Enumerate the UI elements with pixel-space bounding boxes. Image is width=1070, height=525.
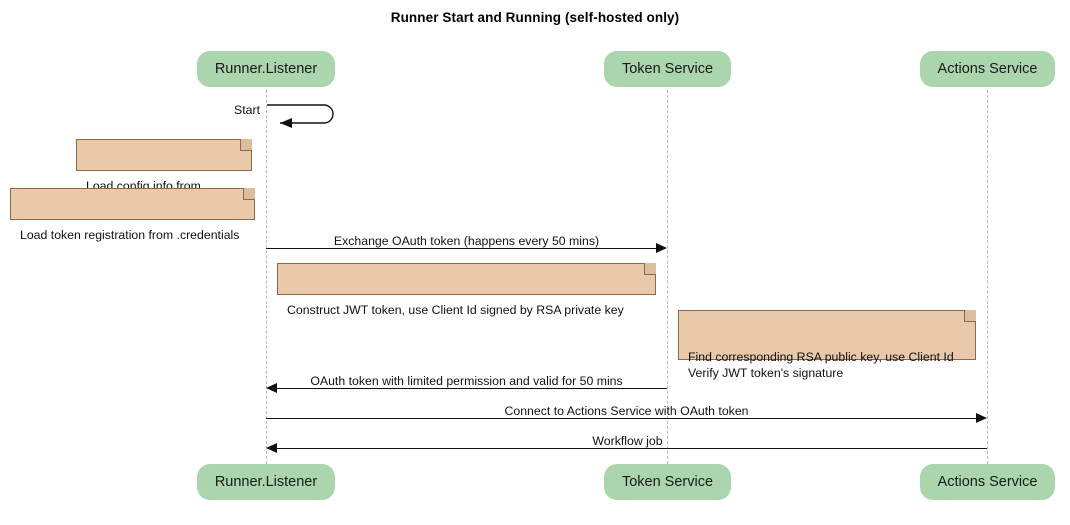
note-fold-corner-icon — [243, 188, 255, 200]
arrowhead-right-icon — [656, 243, 667, 253]
self-loop-arrow-icon — [267, 104, 334, 128]
arrowhead-right-icon — [976, 413, 987, 423]
participant-token-service-top[interactable]: Token Service — [604, 51, 731, 87]
message-line-connect-actions — [266, 418, 978, 419]
participant-runner-listener-bottom[interactable]: Runner.Listener — [197, 464, 335, 500]
note-construct-jwt-token-text: Construct JWT token, use Client Id signe… — [287, 303, 624, 317]
participant-runner-listener-top[interactable]: Runner.Listener — [197, 51, 335, 87]
diagram-title: Runner Start and Running (self-hosted on… — [390, 10, 680, 25]
message-label-exchange-oauth: Exchange OAuth token (happens every 50 m… — [333, 234, 600, 248]
note-verify-jwt-signature: Find corresponding RSA public key, use C… — [678, 310, 976, 380]
note-fold-corner-icon — [240, 139, 252, 151]
message-label-start: Start — [234, 103, 260, 117]
note-load-token-registration: Load token registration from .credential… — [10, 188, 255, 242]
message-line-exchange-oauth — [266, 248, 658, 249]
note-construct-jwt-token: Construct JWT token, use Client Id signe… — [277, 263, 656, 317]
lifeline-token-service — [667, 90, 668, 464]
lifeline-runner-listener — [266, 90, 267, 464]
note-verify-jwt-signature-text: Find corresponding RSA public key, use C… — [688, 350, 954, 380]
arrowhead-left-icon — [266, 383, 277, 393]
lifeline-actions-service — [987, 90, 988, 464]
message-label-connect-actions: Connect to Actions Service with OAuth to… — [504, 404, 749, 418]
message-line-oauth-token — [277, 388, 667, 389]
participant-actions-service-bottom[interactable]: Actions Service — [920, 464, 1055, 500]
self-message-start — [266, 100, 346, 132]
participant-token-service-bottom[interactable]: Token Service — [604, 464, 731, 500]
message-label-workflow-job: Workflow job — [592, 434, 663, 448]
note-load-token-registration-text: Load token registration from .credential… — [20, 228, 240, 242]
message-line-workflow-job — [277, 448, 987, 449]
message-label-oauth-token: OAuth token with limited permission and … — [310, 374, 623, 388]
arrowhead-left-icon — [266, 443, 277, 453]
note-fold-corner-icon — [644, 263, 656, 275]
note-load-config-info: Load config info from .runner — [76, 139, 252, 209]
participant-actions-service-top[interactable]: Actions Service — [920, 51, 1055, 87]
note-fold-corner-icon — [964, 310, 976, 322]
